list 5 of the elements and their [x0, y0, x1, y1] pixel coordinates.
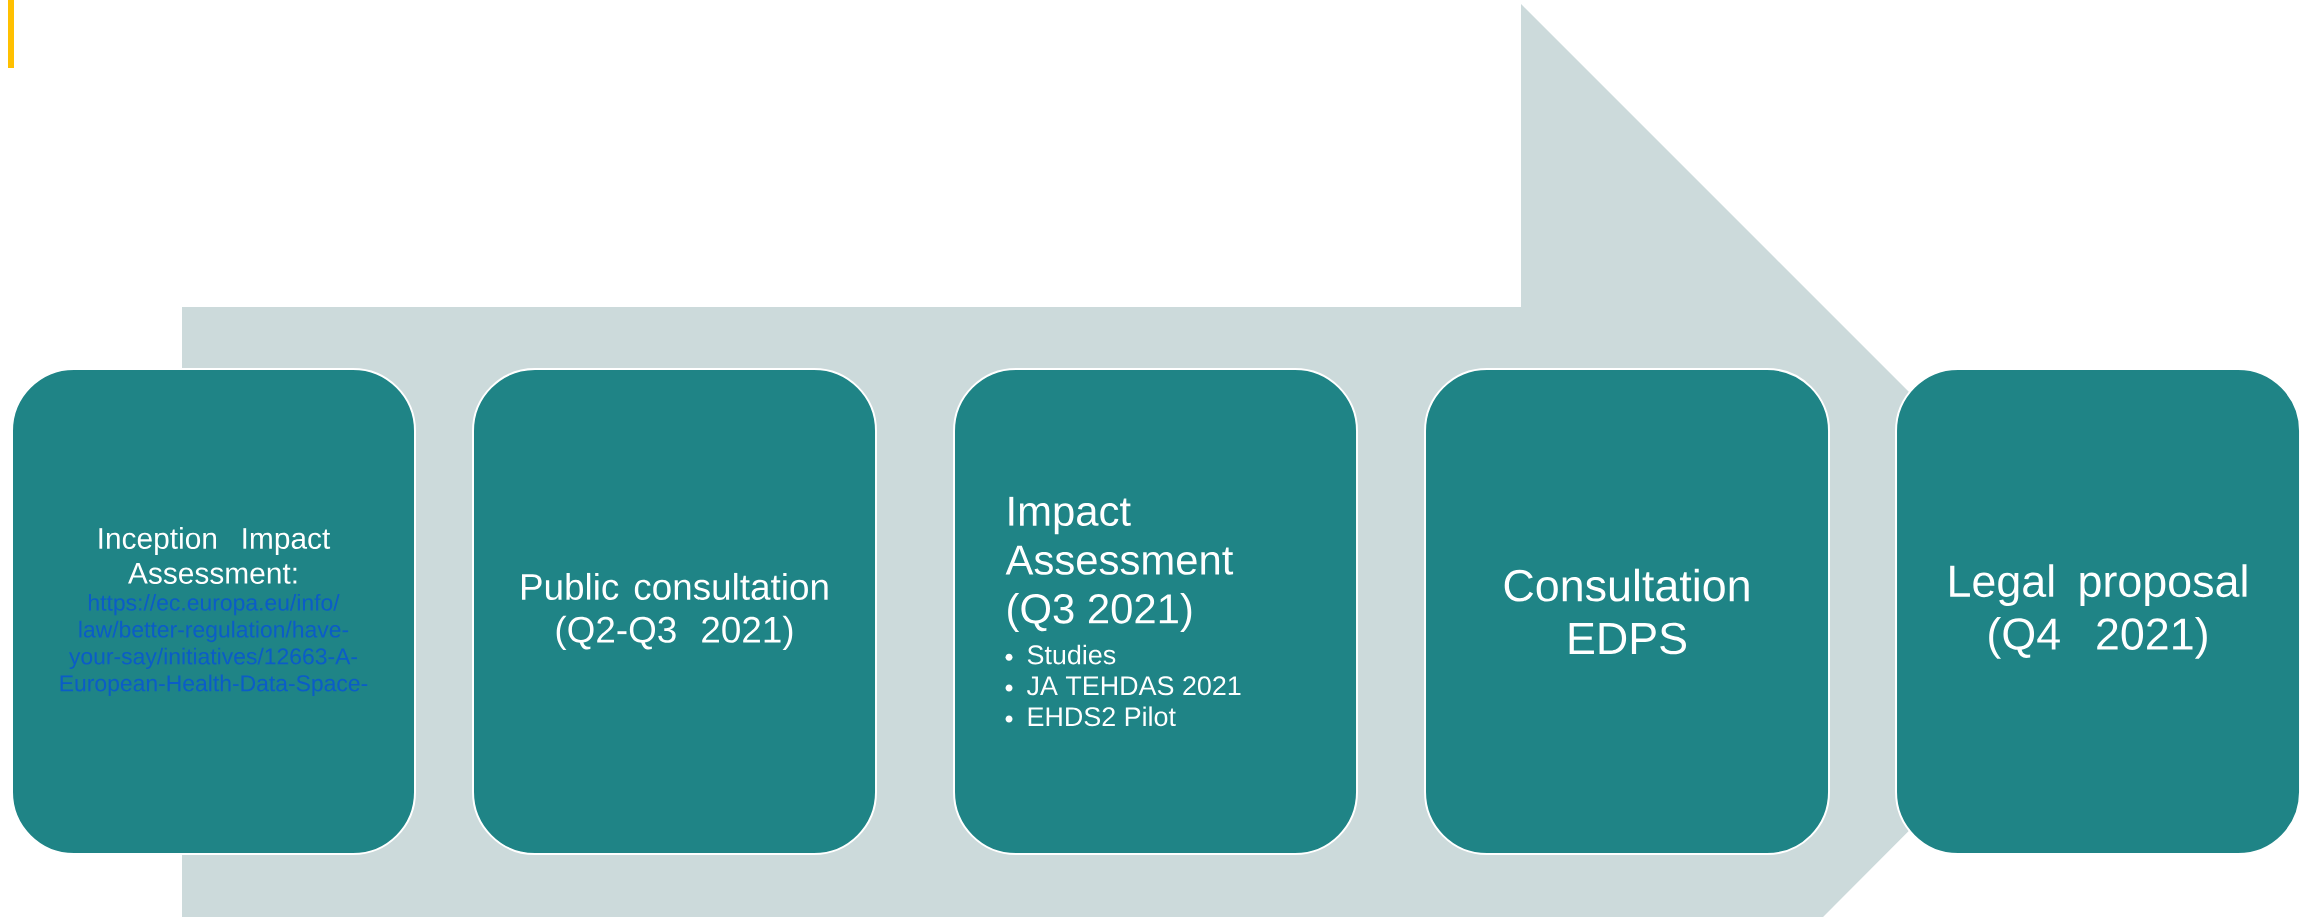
stage-box: Inception Impact Assessment: https://ec.europa.eu/info/law/better-regulation/have-your-say/initiatives/12663-A-European-Health-Data-Space- [11, 368, 416, 855]
stage-box: Consultation EDPS [1424, 368, 1831, 855]
stage-box: Public consultation (Q2-Q3 2021) [472, 368, 877, 855]
stage-box: Impact Assessment (Q3 2021) Studies JA TEHDAS 2021 EHDS2 Pilot [953, 368, 1358, 855]
stage-box: Legal proposal (Q4 2021) [1895, 368, 2302, 855]
